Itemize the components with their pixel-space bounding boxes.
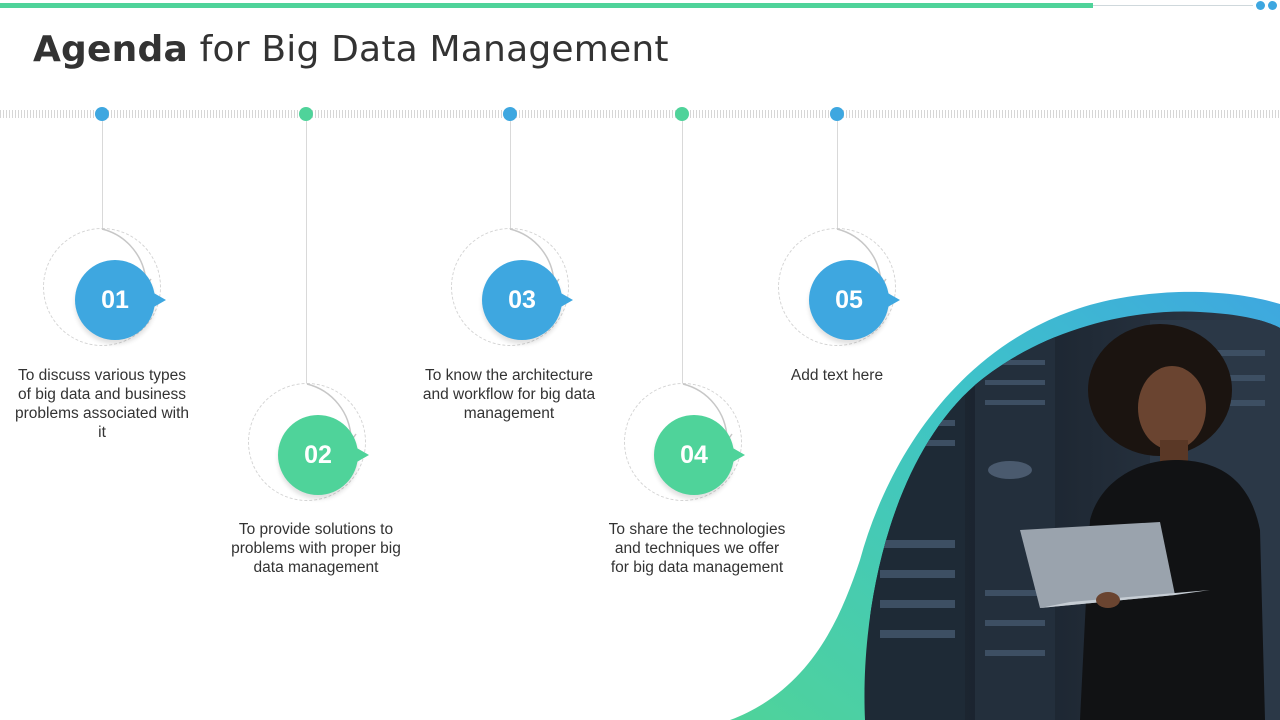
number-badge: 02	[278, 415, 369, 495]
dashed-ring	[43, 228, 161, 346]
dashed-ring	[624, 383, 742, 501]
timeline-dot	[830, 107, 844, 121]
top-dot-icon	[1256, 1, 1265, 10]
timeline-rail	[0, 110, 1280, 118]
timeline-stem	[510, 121, 511, 228]
timeline-dot	[503, 107, 517, 121]
timeline-stem	[837, 121, 838, 228]
timeline-dot	[299, 107, 313, 121]
agenda-text: To know the architecture and workflow fo…	[422, 367, 596, 422]
agenda-text: To provide solutions to problems with pr…	[231, 521, 401, 576]
top-dot-icon	[1268, 1, 1277, 10]
timeline-stem	[102, 121, 103, 228]
agenda-text: To share the technologies and techniques…	[608, 521, 786, 576]
title-rest: for Big Data Management	[187, 29, 669, 70]
number-badge: 01	[75, 260, 166, 340]
top-accent-line	[1093, 5, 1253, 6]
dashed-ring	[778, 228, 896, 346]
woman-with-laptop-photo	[730, 291, 1280, 720]
number-badge: 04	[654, 415, 745, 495]
timeline-stem	[306, 121, 307, 383]
number-badge: 03	[482, 260, 573, 340]
agenda-text: To discuss various types of big data and…	[14, 367, 190, 441]
timeline-dot	[675, 107, 689, 121]
top-accent-bar	[0, 3, 1093, 8]
agenda-text: Add text here	[790, 367, 884, 384]
dashed-ring	[248, 383, 366, 501]
dashed-ring	[451, 228, 569, 346]
timeline-stem	[682, 121, 683, 383]
page-title: Agenda for Big Data Management	[33, 29, 669, 70]
title-bold: Agenda	[33, 29, 188, 70]
number-badge: 05	[809, 260, 900, 340]
timeline-dot	[95, 107, 109, 121]
